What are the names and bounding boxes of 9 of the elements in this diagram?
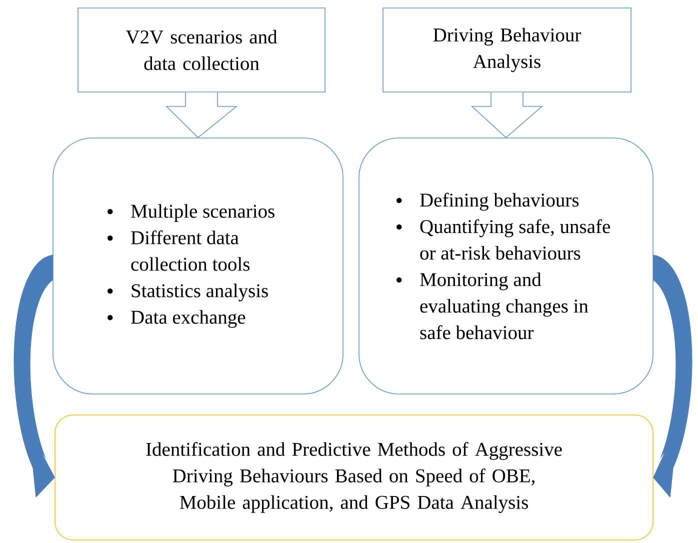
list-box: Multiple scenarios Different data collection tools Statistics analysis Data exchange	[52, 138, 344, 394]
curved-arrow	[653, 254, 692, 498]
block-arrow	[470, 92, 544, 138]
callout-box: V2V scenarios and data collection	[78, 8, 326, 92]
curved-arrow	[14, 254, 55, 498]
callout-box: Driving Behaviour Analysis	[382, 8, 632, 92]
result-box: Identification and Predictive Methods of Aggressive Driving Behaviours Based on Speed of OBE, Mobile application, and GPS Data Analysis	[54, 414, 654, 540]
block-arrow	[166, 92, 238, 138]
list-box: Defining behaviours Quantifying safe, unsafe or at-risk behaviours Monitoring and evaluating changes in safe behaviour	[358, 138, 654, 394]
